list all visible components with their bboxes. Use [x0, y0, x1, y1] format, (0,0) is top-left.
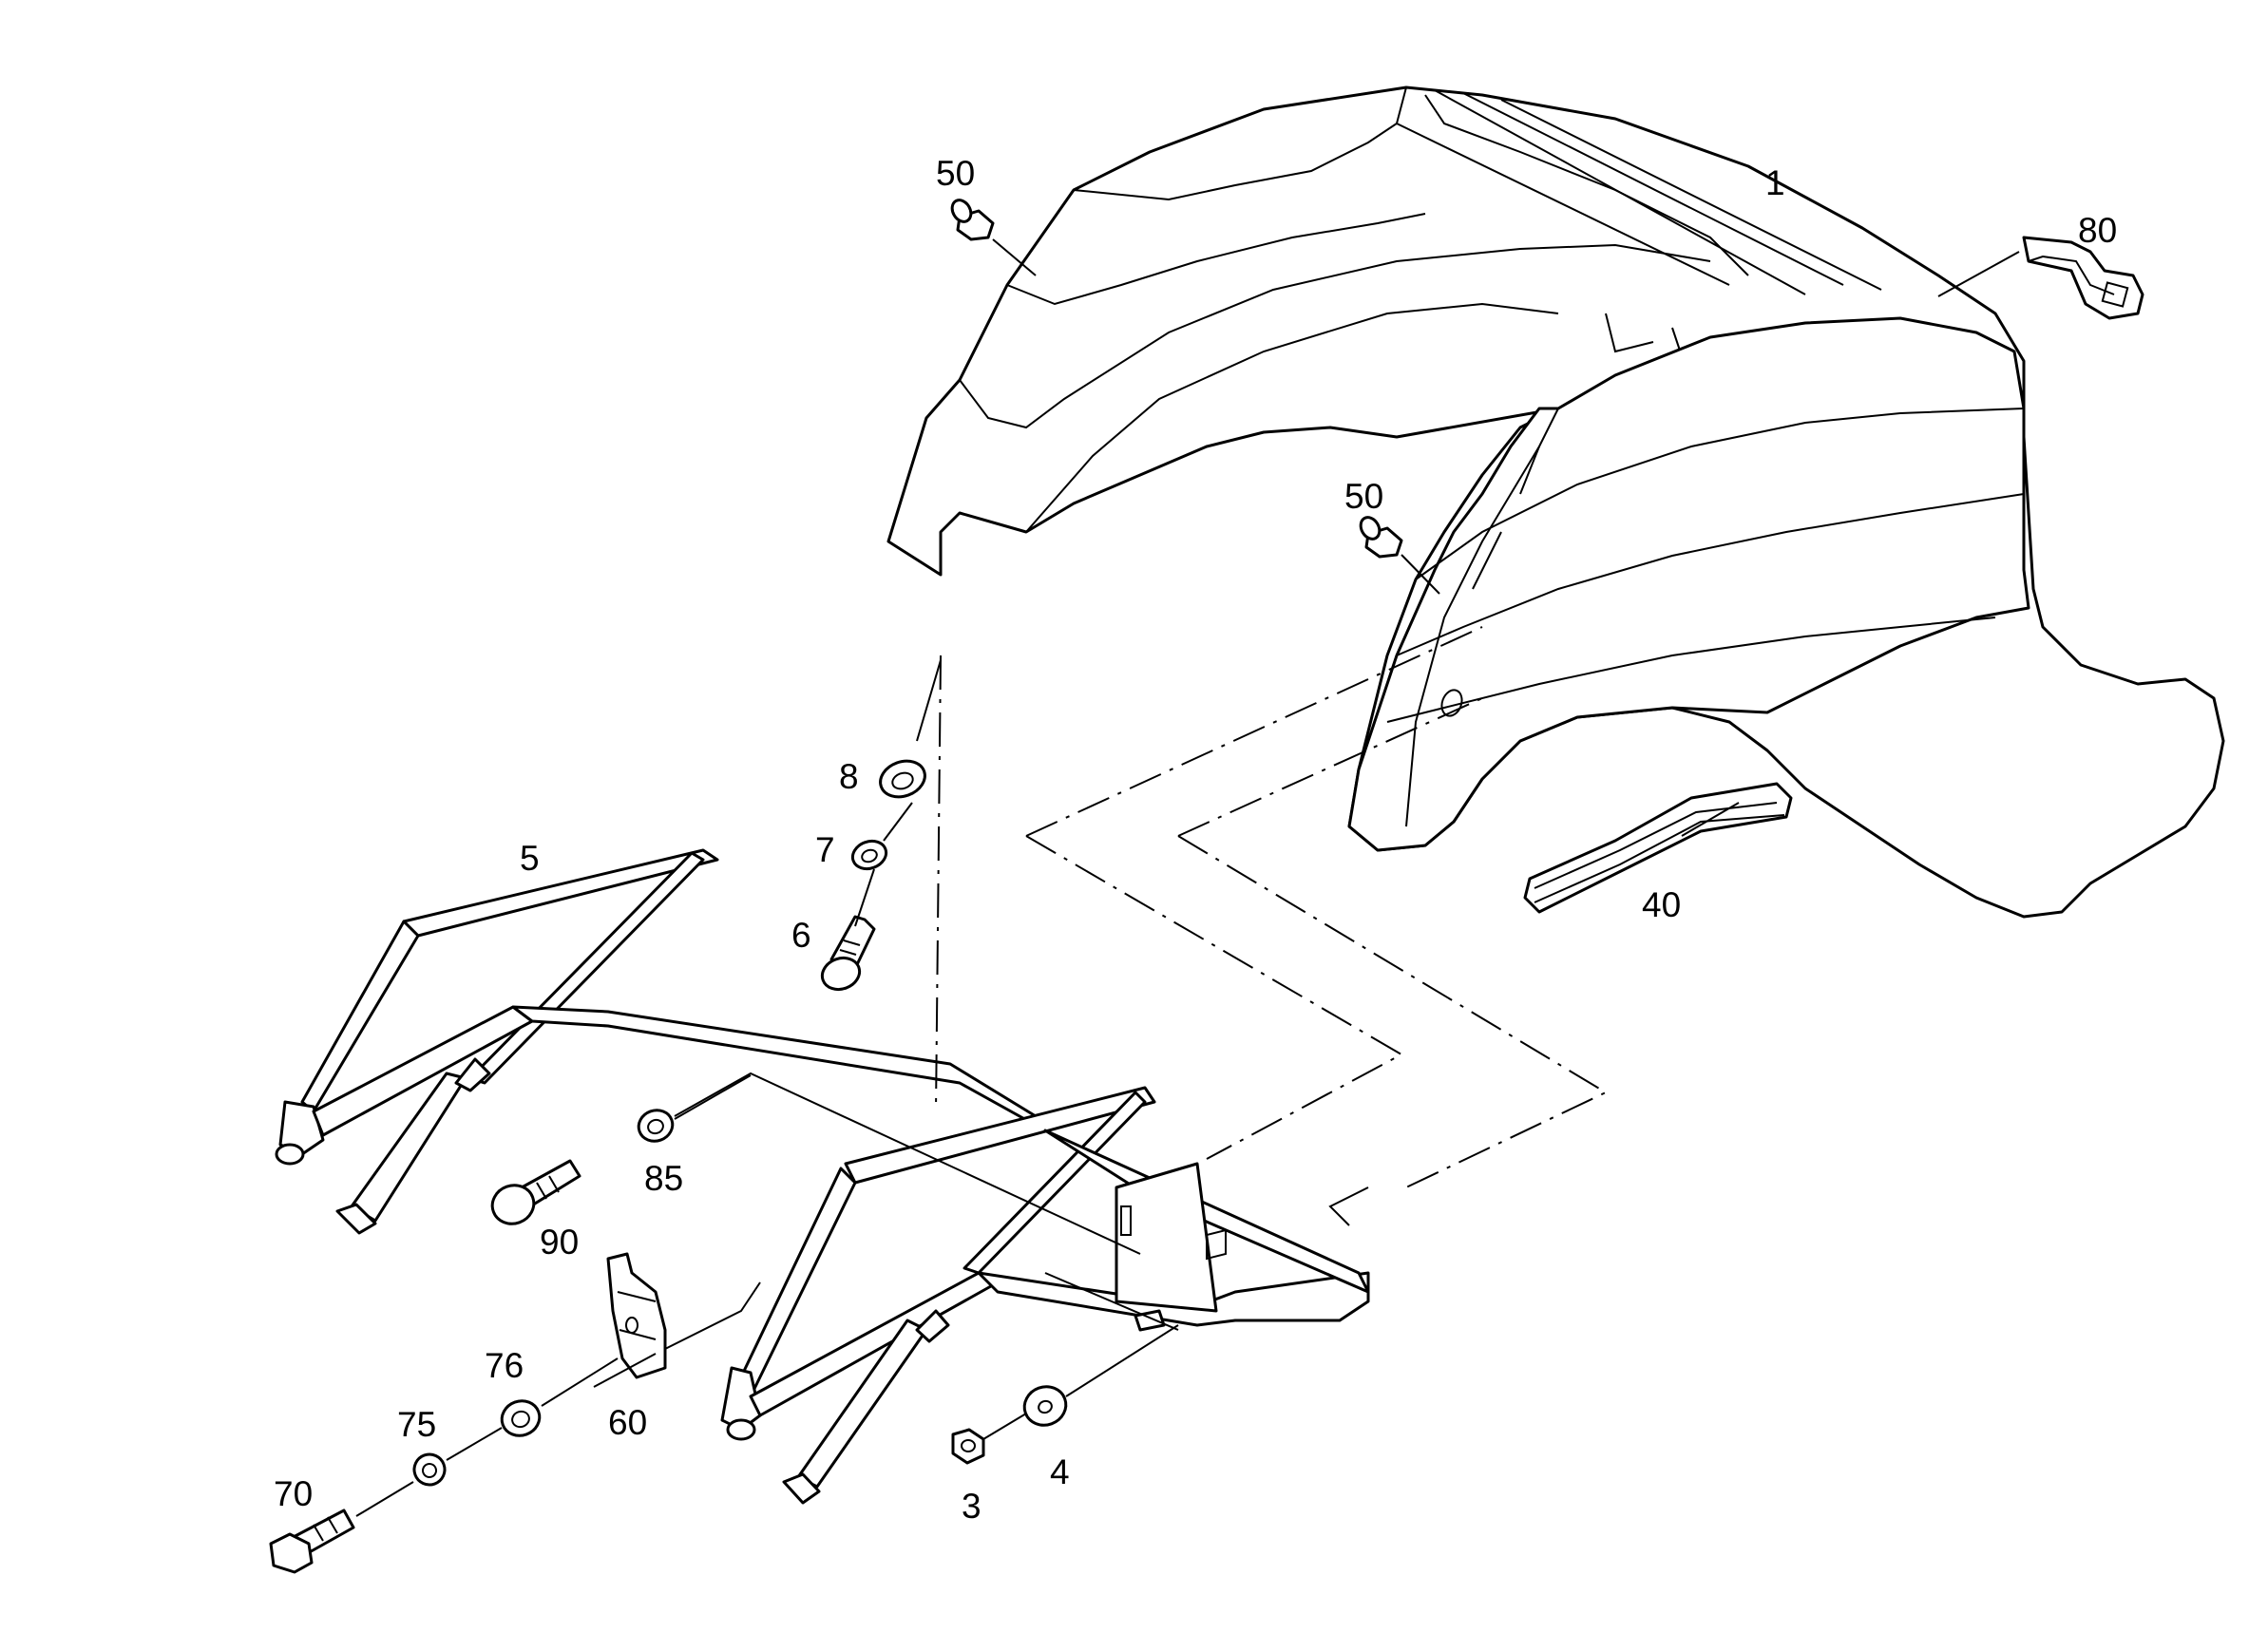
part-50-pin-lower	[1359, 516, 1403, 559]
part-4-washer	[1022, 1385, 1068, 1427]
callout-75: 75	[397, 1405, 436, 1444]
part-75-washer	[412, 1452, 447, 1487]
part-80-bracket	[2022, 236, 2144, 320]
part-76-washer	[500, 1399, 542, 1437]
part-60-latch	[606, 1252, 667, 1379]
callout-labels: 1 80 50 50 40 8 7 6 5 85 90 76 60 75 70 …	[274, 154, 2117, 1526]
callout-7: 7	[815, 830, 835, 869]
part-85-washer	[637, 1109, 675, 1143]
callout-90: 90	[540, 1223, 579, 1262]
callout-80: 80	[2078, 211, 2117, 250]
callout-40: 40	[1642, 885, 1681, 924]
callout-8: 8	[839, 757, 859, 796]
leader-lines	[355, 238, 2020, 1517]
part-70-bolt	[269, 1509, 355, 1574]
part-6-screw	[820, 915, 876, 992]
assembly-lines	[593, 626, 1609, 1388]
part-8-washer	[879, 759, 926, 799]
part-5-frame-left	[275, 848, 1047, 1235]
part-3-nut	[951, 1428, 985, 1465]
callout-50-upper: 50	[936, 154, 975, 193]
callout-60: 60	[608, 1403, 647, 1442]
callout-4: 4	[1050, 1452, 1070, 1491]
callout-5: 5	[520, 839, 540, 878]
part-1-fender-cover	[886, 85, 2225, 919]
part-7-washer	[850, 839, 888, 871]
part-90-bolt	[490, 1159, 581, 1225]
part-40-seal-strip	[1523, 782, 1793, 914]
callout-6: 6	[791, 916, 811, 955]
callout-3: 3	[962, 1487, 982, 1526]
callout-50-lower: 50	[1344, 477, 1383, 516]
callout-1: 1	[1765, 163, 1785, 202]
part-5-frame-right	[720, 1086, 1370, 1505]
callout-70: 70	[274, 1474, 313, 1513]
callout-76: 76	[485, 1346, 524, 1385]
part-50-pin-upper	[950, 199, 995, 241]
callout-85: 85	[644, 1159, 683, 1198]
